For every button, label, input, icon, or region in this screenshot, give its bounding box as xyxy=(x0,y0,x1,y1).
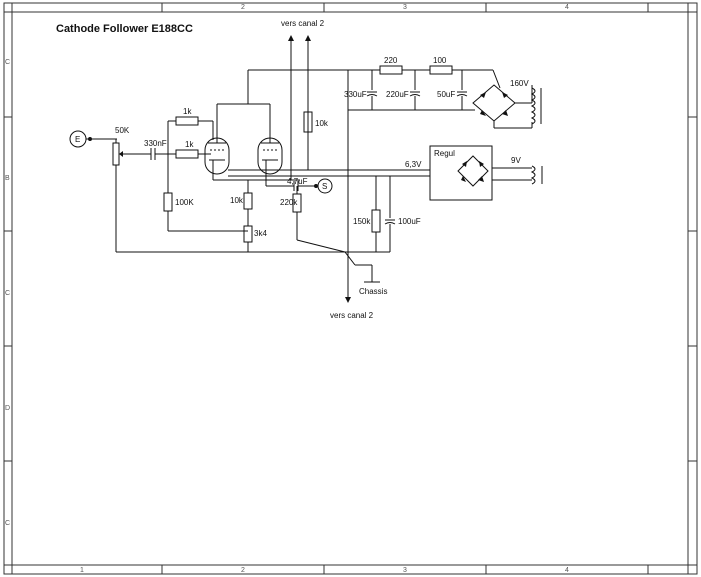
bias-resistor xyxy=(163,154,248,232)
output-jack-label: S xyxy=(322,182,327,191)
schematic-title: Cathode Follower E188CC xyxy=(56,23,193,35)
heater-bias-network xyxy=(350,176,396,253)
bridge-rectifier-hv xyxy=(472,84,533,129)
cap-input xyxy=(125,148,176,160)
frame-bottom-number: 4 xyxy=(565,567,569,574)
chassis-ground xyxy=(344,251,380,303)
resistor-100-label: 100 xyxy=(433,56,447,65)
cap-50uf-label: 50uF xyxy=(437,90,455,99)
cap-330uf-label: 330uF xyxy=(344,90,367,99)
frame-top-number: 2 xyxy=(241,4,245,11)
frame-left-letter: C xyxy=(5,520,10,527)
regulator-label: Regul xyxy=(434,149,455,158)
resistor-220-label: 220 xyxy=(384,56,398,65)
heater-voltage-label: 6,3V xyxy=(405,160,422,169)
frame-left-letter: B xyxy=(5,175,10,182)
grid-resistors xyxy=(167,116,214,159)
resistor-3k4-label: 3k4 xyxy=(254,229,267,238)
drawing-frame xyxy=(3,2,698,575)
output-stage xyxy=(282,178,346,253)
cap-output-label: 4,7uF xyxy=(287,177,308,186)
hv-filter xyxy=(248,65,501,300)
pot-label: 50K xyxy=(115,126,130,135)
frame-bottom-number: 2 xyxy=(241,567,245,574)
plate-resistor-label: 10k xyxy=(315,119,329,128)
frame-left-letter: C xyxy=(5,59,10,66)
chassis-label: Chassis xyxy=(359,287,387,296)
to-channel-2-top-label: vers canal 2 xyxy=(281,19,325,28)
input-jack xyxy=(69,130,92,148)
frame-bottom-number: 3 xyxy=(403,567,407,574)
cap-220uf-label: 220uF xyxy=(386,90,409,99)
to-channel-2-bottom-label: vers canal 2 xyxy=(330,311,374,320)
plate-resistor xyxy=(303,111,313,133)
grid-resistor-2-label: 1k xyxy=(185,140,194,149)
frame-left-letter: D xyxy=(5,405,10,412)
arrows-to-channel-2 xyxy=(288,35,311,180)
frame-top-number: 3 xyxy=(403,4,407,11)
cathode-wiring xyxy=(213,169,425,193)
cathode-resistors xyxy=(243,192,253,252)
grid-resistor-1-label: 1k xyxy=(183,107,192,116)
transformer-hv xyxy=(530,87,542,125)
frame-top-number: 4 xyxy=(565,4,569,11)
input-jack-label: E xyxy=(75,135,80,144)
frame-left-letter: C xyxy=(5,290,10,297)
resistor-150k-label: 150k xyxy=(353,217,371,226)
regulator-block xyxy=(425,145,543,201)
bias-resistor-label: 100K xyxy=(175,198,194,207)
tube-1 xyxy=(204,104,230,180)
resistor-220k-label: 220k xyxy=(280,198,298,207)
hv-voltage-label: 160V xyxy=(510,79,529,88)
frame-bottom-number: 1 xyxy=(80,567,84,574)
cathode-resistor-label: 10k xyxy=(230,196,244,205)
cap-input-label: 330nF xyxy=(144,139,167,148)
tube-2 xyxy=(257,104,283,180)
cap-100uf-label: 100uF xyxy=(398,217,421,226)
pot-50k xyxy=(92,138,125,252)
ac-voltage-label: 9V xyxy=(511,156,521,165)
